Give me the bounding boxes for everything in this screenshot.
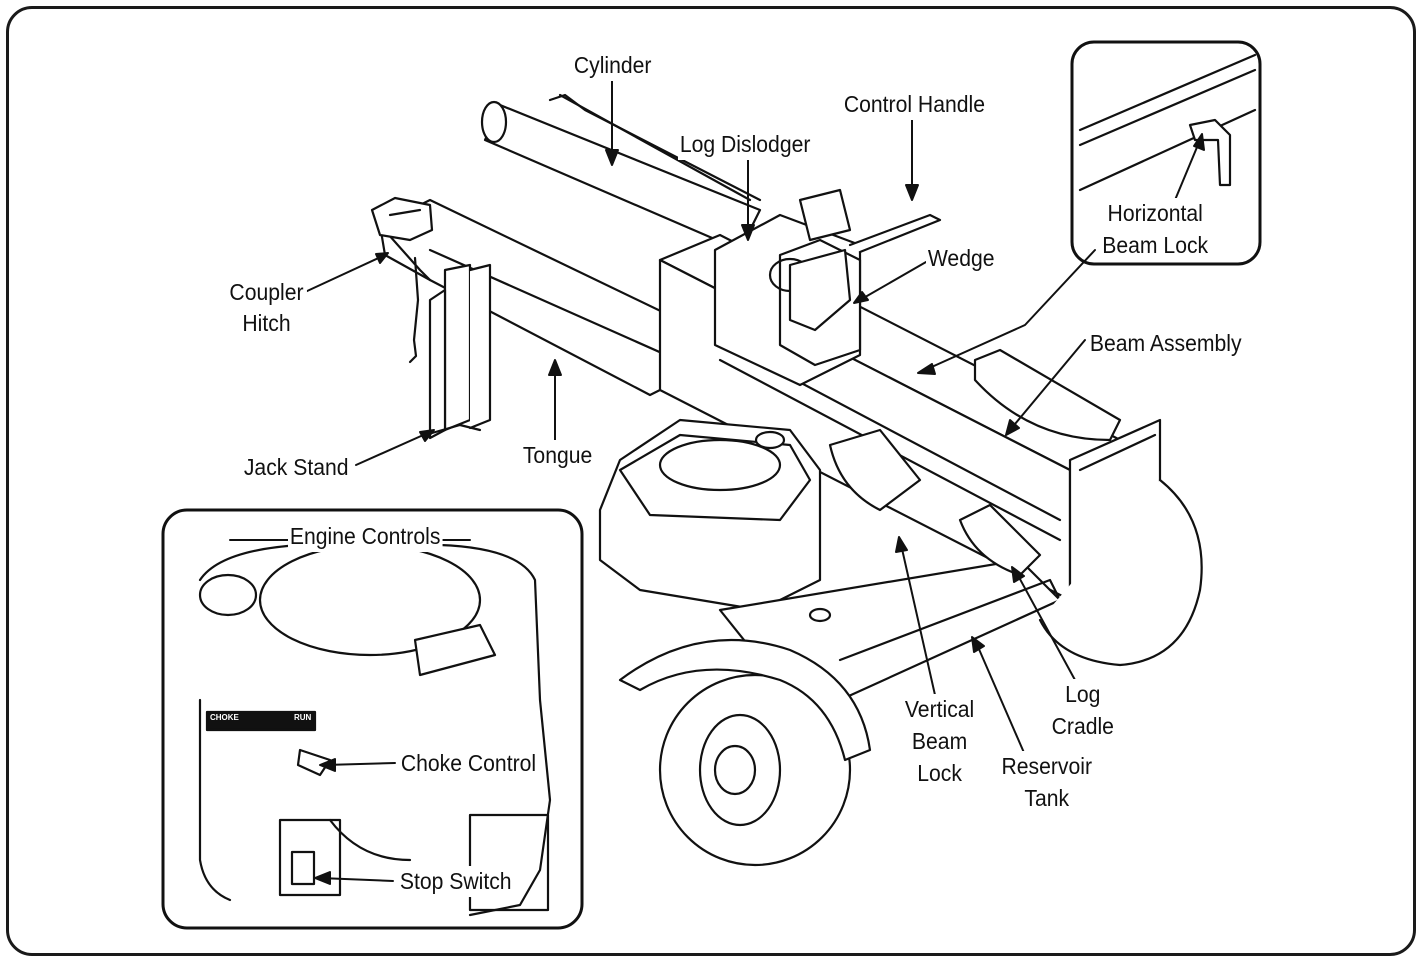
figure-frame bbox=[6, 6, 1416, 956]
label-beam-assembly: Beam Assembly bbox=[1088, 328, 1244, 359]
label-coupler-hitch-2: Hitch bbox=[226, 308, 307, 339]
label-log-dislodger: Log Dislodger bbox=[678, 129, 813, 160]
front-wheel-drawing bbox=[618, 638, 872, 867]
label-stop-switch: Stop Switch bbox=[398, 866, 514, 897]
label-horizontal-beam-lock-2: Beam Lock bbox=[1100, 230, 1211, 261]
engine-inset bbox=[161, 508, 584, 930]
label-coupler-hitch-1: Coupler bbox=[226, 277, 307, 308]
wedge-drawing bbox=[713, 188, 942, 387]
leader-lines bbox=[229, 79, 1205, 885]
label-wedge: Wedge bbox=[926, 243, 997, 274]
label-tongue: Tongue bbox=[521, 440, 595, 471]
engine-drawing bbox=[598, 418, 822, 612]
label-vertical-beam-lock-1: Vertical bbox=[900, 694, 980, 725]
label-jack-stand: Jack Stand bbox=[242, 452, 351, 483]
rear-wheel-drawing bbox=[1038, 478, 1203, 667]
choke-marking: CHOKE bbox=[210, 713, 239, 722]
label-engine-controls: Engine Controls bbox=[288, 521, 443, 552]
label-log-cradle-1: Log bbox=[1046, 679, 1120, 710]
label-vertical-beam-lock-2: Beam bbox=[900, 726, 980, 757]
cylinder-drawing bbox=[480, 93, 762, 252]
label-choke-control: Choke Control bbox=[399, 748, 538, 779]
label-log-cradle-2: Cradle bbox=[1046, 711, 1120, 742]
label-cylinder: Cylinder bbox=[572, 50, 654, 81]
label-reservoir-tank-1: Reservoir bbox=[998, 751, 1096, 782]
label-vertical-beam-lock-3: Lock bbox=[900, 758, 980, 789]
log-cradle-drawing bbox=[828, 348, 1122, 577]
label-control-handle: Control Handle bbox=[842, 89, 987, 120]
jack-stand-drawing bbox=[423, 263, 492, 440]
tongue-drawing bbox=[370, 196, 702, 397]
label-reservoir-tank-2: Tank bbox=[998, 783, 1096, 814]
run-marking: RUN bbox=[294, 713, 312, 722]
label-horizontal-beam-lock-1: Horizontal bbox=[1100, 198, 1211, 229]
